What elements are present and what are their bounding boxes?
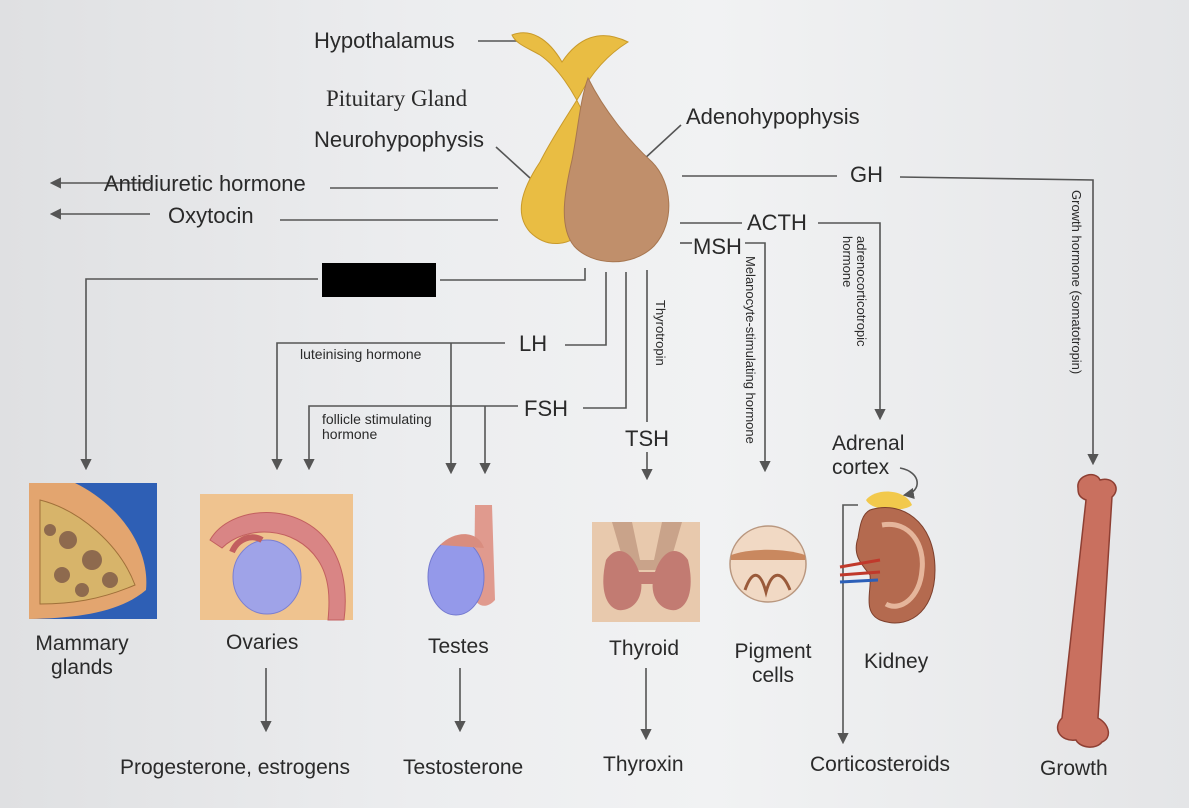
testis-illustration: [427, 505, 495, 616]
mammary-gland-illustration: [29, 483, 157, 619]
gh-full-name: Growth hormone (somatotropin): [1069, 190, 1084, 375]
corticosteroids-label: Corticosteroids: [810, 753, 951, 776]
ovaries-label: Ovaries: [226, 631, 299, 654]
msh-label: MSH: [693, 234, 742, 259]
tsh-label: TSH: [625, 426, 669, 451]
testes-label: Testes: [428, 635, 489, 658]
lh-full-name: luteinising hormone: [300, 346, 422, 362]
thyroid-illustration: [592, 522, 700, 622]
hypothalamus-label: Hypothalamus: [314, 28, 455, 53]
msh-full-name: Melanocyte-stimulating hormone: [743, 256, 758, 444]
adenohypophysis-label: Adenohypophysis: [686, 104, 860, 129]
neurohypophysis-shape: [511, 32, 630, 245]
thyroxin-label: Thyroxin: [603, 753, 684, 776]
pigment-cells-label: Pigment cells: [734, 640, 812, 688]
acth-label: ACTH: [747, 210, 807, 235]
fsh-label: FSH: [524, 396, 568, 421]
redacted-hormone-line: [440, 268, 586, 281]
pituitary-gland-illustration: [511, 32, 670, 263]
fsh-line: [583, 272, 627, 409]
tsh-full-name: Thyrotropin: [653, 300, 668, 366]
neurohypophysis-label: Neurohypophysis: [314, 127, 484, 152]
antidiuretic-hormone-label: Antidiuretic hormone: [104, 171, 306, 196]
pigment-cells-illustration: [729, 525, 807, 603]
ovary-illustration: [200, 494, 353, 621]
adenohypophysis-shape: [563, 76, 670, 263]
testosterone-label: Testosterone: [403, 756, 524, 779]
pituitary-gland-label: Pituitary Gland: [326, 86, 468, 111]
kidney-illustration: [839, 491, 936, 624]
lh-label: LH: [519, 331, 548, 356]
lh-line: [565, 272, 607, 346]
kidney-label: Kidney: [864, 650, 929, 673]
progesterone-estrogens-label: Progesterone, estrogens: [120, 756, 350, 779]
fsh-full-name: follicle stimulating hormone: [322, 411, 432, 442]
acth-full-name: adrenocorticotropic hormone: [840, 236, 869, 347]
mammary-glands-label: Mammary glands: [35, 632, 129, 680]
bone-illustration: [1056, 473, 1117, 748]
adrenal-cortex-label: Adrenal cortex: [832, 432, 905, 480]
redacted-hormone-label: [322, 263, 436, 297]
thyroid-label: Thyroid: [609, 637, 680, 660]
gh-label: GH: [850, 162, 883, 187]
oxytocin-label: Oxytocin: [168, 203, 254, 228]
growth-label: Growth: [1040, 757, 1108, 780]
